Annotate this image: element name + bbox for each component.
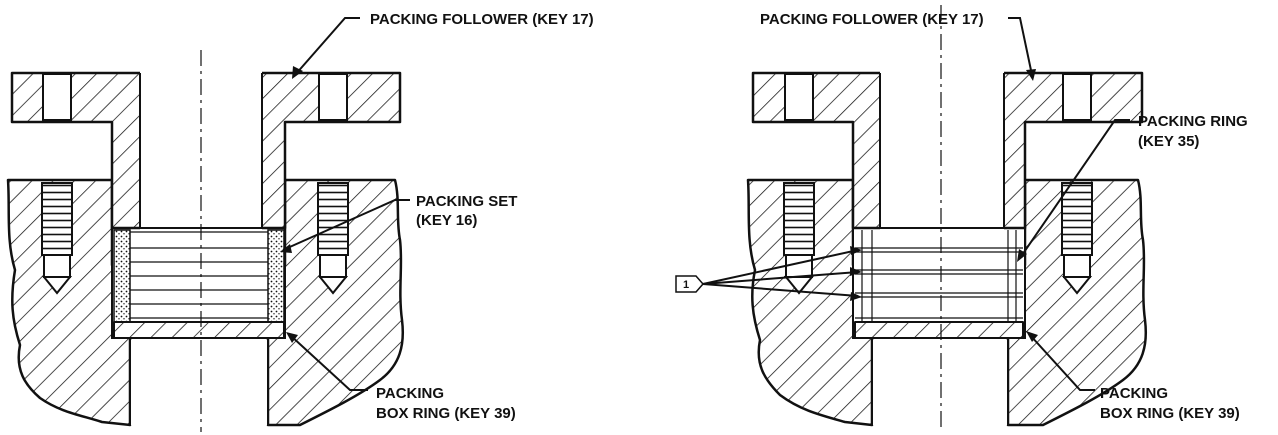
- left-follower-arrow: [292, 66, 303, 79]
- right-packing-follower-label: PACKING FOLLOWER (KEY 17): [760, 11, 984, 28]
- left-packing-set-leader: [282, 199, 410, 251]
- right-packing-ring-label: PACKING RING: [1138, 113, 1248, 130]
- right-box-ring-key: BOX RING (KEY 39): [1100, 405, 1240, 422]
- right-box-ring-leader: [1029, 334, 1095, 391]
- left-box-ring-arrow: [286, 332, 298, 343]
- left-packing-set: [113, 229, 131, 323]
- right-packing-ring-leader: [1019, 119, 1130, 259]
- note-reference-marker: 1: [675, 275, 704, 293]
- left-packing-follower-label: PACKING FOLLOWER (KEY 17): [370, 11, 594, 28]
- right-stud: [1061, 182, 1093, 295]
- right-follower-leader: [1008, 17, 1033, 76]
- right-follower-bolt-hole: [1062, 73, 1092, 121]
- left-packing-box-ring: [113, 321, 285, 339]
- right-follower-arrow: [1026, 69, 1036, 81]
- note-reference-leaders: [702, 246, 862, 301]
- left-packing-set: [267, 229, 285, 323]
- right-follower-bore: [880, 71, 1004, 231]
- left-box-ring-leader: [289, 334, 368, 391]
- left-box-ring-key: BOX RING (KEY 39): [376, 405, 516, 422]
- right-view: 1 PACKING FOLLOWER (KEY 17) PACKING RING…: [675, 5, 1248, 432]
- right-follower-bolt-hole: [784, 73, 814, 121]
- right-packing-cavity: [852, 227, 1026, 339]
- left-stud: [317, 182, 349, 295]
- right-packing-rings: [855, 230, 1023, 322]
- right-box-ring-label: PACKING: [1100, 385, 1168, 402]
- left-packing-rings: [130, 231, 268, 319]
- left-box-ring-label: PACKING: [376, 385, 444, 402]
- right-packing-ring-key: (KEY 35): [1138, 133, 1199, 150]
- right-bonnet-bore: [872, 340, 1008, 425]
- left-follower-bolt-hole: [318, 73, 348, 121]
- right-packing-box-ring: [854, 321, 1024, 339]
- left-follower-leader: [294, 17, 360, 76]
- left-follower-bolt-hole: [42, 73, 72, 121]
- right-box-ring-arrow: [1026, 331, 1038, 342]
- left-stud: [41, 182, 73, 295]
- left-packing-set-label: PACKING SET: [416, 193, 517, 210]
- left-view: PACKING FOLLOWER (KEY 17) PACKING SET (K…: [6, 11, 594, 432]
- left-packing-set-key: (KEY 16): [416, 212, 477, 229]
- left-bonnet-bore: [130, 340, 268, 425]
- note-reference-number: 1: [683, 279, 689, 291]
- left-packing-set-arrow: [280, 244, 292, 253]
- right-packing-ring-arrow: [1017, 249, 1027, 262]
- right-bonnet-body: [746, 178, 1147, 427]
